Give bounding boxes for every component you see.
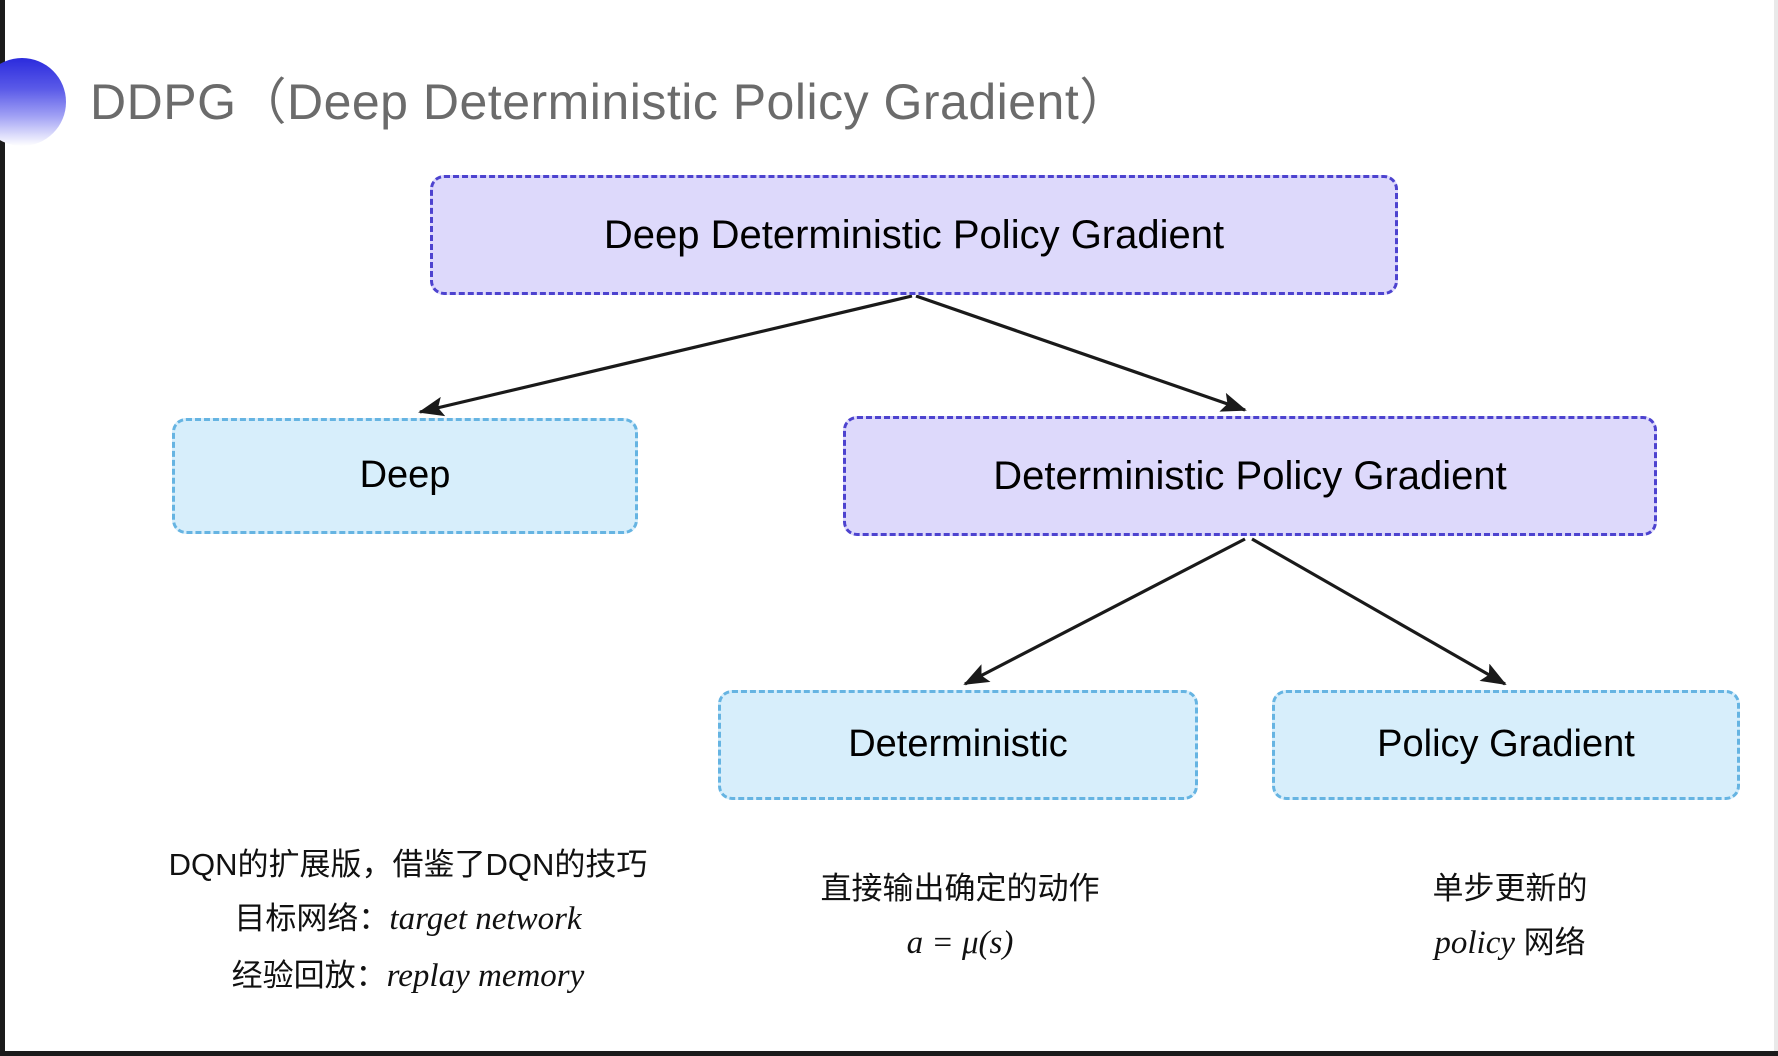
edge-dpg-to-policy-gradient [1251, 537, 1507, 686]
caption-policy-gradient-line1: 单步更新的 [1432, 871, 1588, 906]
node-label: Deterministic [848, 723, 1068, 766]
caption-deterministic: 直接输出确定的动作 a = μ(s) [760, 862, 1160, 972]
edge-dpg-to-deterministic [963, 537, 1246, 686]
edge-root-to-dpg [915, 294, 1247, 412]
caption-deep-line2-term: target network [389, 901, 582, 938]
caption-deep-line3-term: replay memory [386, 958, 585, 995]
caption-deterministic-line1: 直接输出确定的动作 [820, 871, 1100, 906]
gradient-circle-bullet-icon [0, 58, 66, 146]
caption-deep-line2: 目标网络：target network [148, 891, 668, 948]
node-deep[interactable]: Deep [172, 418, 638, 534]
caption-deep: DQN的扩展版，借鉴了DQN的技巧 目标网络：target network 经验… [148, 838, 668, 1005]
caption-policy-gradient-term: policy [1434, 925, 1515, 962]
node-policy-gradient[interactable]: Policy Gradient [1272, 690, 1740, 800]
node-label: Policy Gradient [1377, 723, 1635, 766]
caption-policy-gradient: 单步更新的 policy 网络 [1330, 862, 1690, 972]
slide-left-edge [0, 0, 5, 1056]
caption-deep-line3-label: 经验回放： [231, 958, 387, 994]
node-deterministic[interactable]: Deterministic [718, 690, 1198, 800]
caption-policy-gradient-line2: policy 网络 [1330, 915, 1690, 972]
node-deep-deterministic-policy-gradient[interactable]: Deep Deterministic Policy Gradient [430, 175, 1398, 295]
node-label: Deterministic Policy Gradient [993, 454, 1507, 498]
caption-deep-line1: DQN的扩展版，借鉴了DQN的技巧 [168, 847, 648, 882]
caption-deep-line2-label: 目标网络： [234, 901, 390, 937]
caption-deep-line3: 经验回放：replay memory [148, 948, 668, 1005]
node-label: Deep [359, 454, 451, 497]
caption-policy-gradient-suffix: 网络 [1515, 925, 1586, 961]
node-deterministic-policy-gradient[interactable]: Deterministic Policy Gradient [843, 416, 1657, 536]
slide-right-edge [1774, 0, 1778, 1056]
page-title: DDPG（Deep Deterministic Policy Gradient） [90, 74, 1130, 130]
node-label: Deep Deterministic Policy Gradient [603, 213, 1225, 257]
caption-deterministic-formula: a = μ(s) [906, 925, 1014, 962]
slide-bottom-edge [0, 1051, 1778, 1056]
edge-root-to-deep [418, 294, 913, 417]
